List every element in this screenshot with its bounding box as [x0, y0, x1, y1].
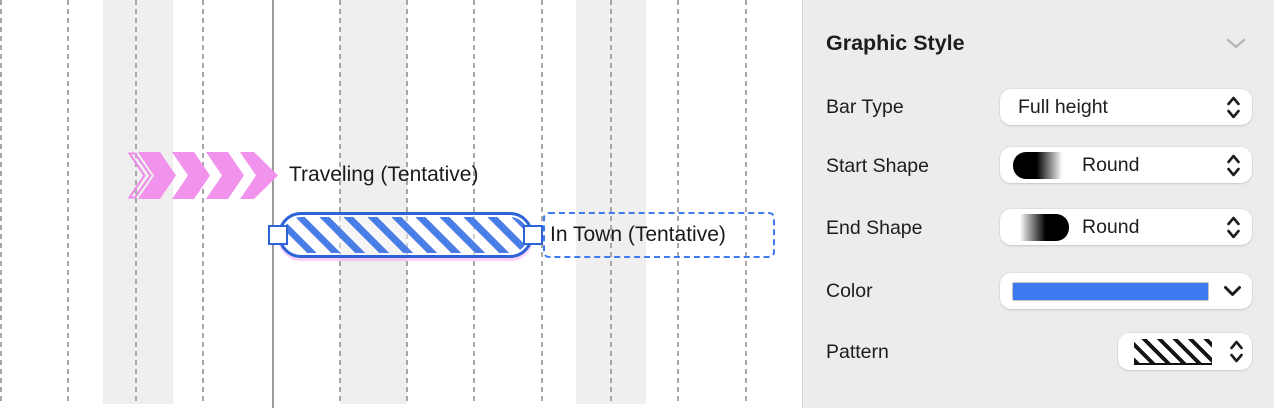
- task-label-traveling: Traveling (Tentative): [289, 163, 479, 186]
- day-gridline: [677, 0, 679, 404]
- day-gridline: [339, 0, 341, 404]
- bar-type-value: Full height: [1018, 95, 1108, 118]
- color-label: Color: [826, 280, 873, 302]
- chevron-segment-icon: [138, 152, 176, 199]
- graphic-style-inspector: Graphic Style Bar Type Full height Start…: [802, 0, 1274, 408]
- chevron-segment-icon: [172, 152, 210, 199]
- selection-handle-end[interactable]: [523, 225, 543, 245]
- bar-type-label: Bar Type: [826, 96, 904, 118]
- end-shape-round-icon: [1013, 213, 1069, 241]
- end-shape-label: End Shape: [826, 217, 923, 239]
- day-gridline: [67, 0, 69, 404]
- start-shape-label: Start Shape: [826, 155, 929, 177]
- stepper-icon: [1230, 340, 1243, 363]
- day-gridline: [202, 0, 204, 404]
- diagonal-stripes-pattern-icon: [1134, 338, 1212, 365]
- day-gridline: [406, 0, 408, 404]
- chevron-outline-segment-icon: [128, 152, 152, 199]
- stepper-icon: [1227, 216, 1240, 238]
- section-collapse-chevron-icon[interactable]: [1226, 38, 1246, 49]
- section-title: Graphic Style: [826, 31, 965, 55]
- day-gridline: [135, 0, 137, 404]
- pattern-popup[interactable]: [1118, 333, 1252, 370]
- start-shape-round-icon: [1013, 151, 1069, 179]
- day-gridline: [473, 0, 475, 404]
- week-gridline: [272, 0, 274, 408]
- selection-handle-start[interactable]: [268, 225, 288, 245]
- gantt-canvas: Traveling (Tentative) In Town (Tentative…: [0, 0, 775, 408]
- end-shape-value: Round: [1082, 215, 1140, 238]
- start-shape-value: Round: [1082, 153, 1140, 176]
- color-dropdown[interactable]: [1000, 273, 1252, 309]
- day-gridline: [745, 0, 747, 404]
- start-shape-popup[interactable]: Round: [1000, 147, 1252, 183]
- task-label-in-town: In Town (Tentative): [550, 223, 726, 246]
- stepper-icon: [1227, 154, 1240, 176]
- end-shape-popup[interactable]: Round: [1000, 209, 1252, 245]
- task-bar-traveling[interactable]: [128, 152, 278, 199]
- day-gridline: [541, 0, 543, 404]
- task-bar-in-town[interactable]: [278, 212, 533, 258]
- shaded-day-band: [103, 0, 173, 404]
- chevron-down-icon: [1224, 286, 1241, 296]
- chevron-arrowhead-icon: [240, 152, 278, 199]
- chevron-segment-icon: [206, 152, 244, 199]
- diagonal-hatch-fill: [283, 217, 528, 253]
- day-gridline: [610, 0, 612, 404]
- color-swatch-blue: [1012, 281, 1209, 301]
- stepper-icon: [1227, 96, 1240, 118]
- task-label-box-in-town[interactable]: In Town (Tentative): [543, 212, 775, 258]
- pattern-label: Pattern: [826, 341, 889, 363]
- day-gridline: [0, 0, 2, 404]
- bar-type-popup[interactable]: Full height: [1000, 89, 1252, 125]
- shaded-day-band: [340, 0, 407, 404]
